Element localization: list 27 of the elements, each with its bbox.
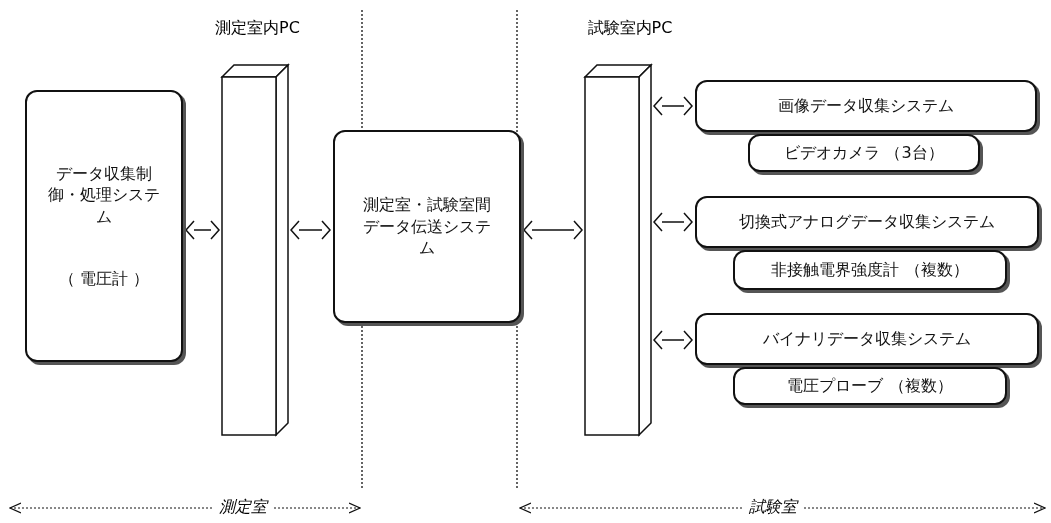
pc-heading: 測定室内PC <box>214 18 301 39</box>
system-box <box>733 250 1007 290</box>
room-label: 試験室 <box>742 497 803 518</box>
box-label: 非接触電界強度計 （複数） <box>771 259 969 281</box>
double-arrow <box>653 96 693 116</box>
box-label: ビデオカメラ （3台） <box>784 142 944 164</box>
double-arrow <box>290 220 331 240</box>
system-box <box>748 134 980 172</box>
double-arrow <box>653 330 693 350</box>
system-box <box>333 130 521 323</box>
box-label: 切換式アナログデータ収集システム <box>739 211 995 233</box>
system-box <box>695 196 1039 248</box>
system-box <box>25 90 183 362</box>
room-label: 測定室 <box>212 497 273 518</box>
box-label: （ 電圧計 ） <box>58 267 150 290</box>
double-arrow <box>653 212 693 232</box>
box-label: 測定室・試験室間データ伝送システム <box>362 194 492 259</box>
pc-heading: 試験室内PC <box>586 18 674 39</box>
double-arrow <box>185 220 220 240</box>
box-label: データ収集制御・処理システム <box>48 162 160 228</box>
system-box <box>695 80 1037 132</box>
system-box <box>733 367 1007 405</box>
box-label: 電圧プローブ （複数） <box>787 375 953 397</box>
box-label: 画像データ収集システム <box>778 95 954 117</box>
system-box <box>695 313 1039 365</box>
box-label: バイナリデータ収集システム <box>763 328 971 350</box>
double-arrow <box>523 220 583 240</box>
